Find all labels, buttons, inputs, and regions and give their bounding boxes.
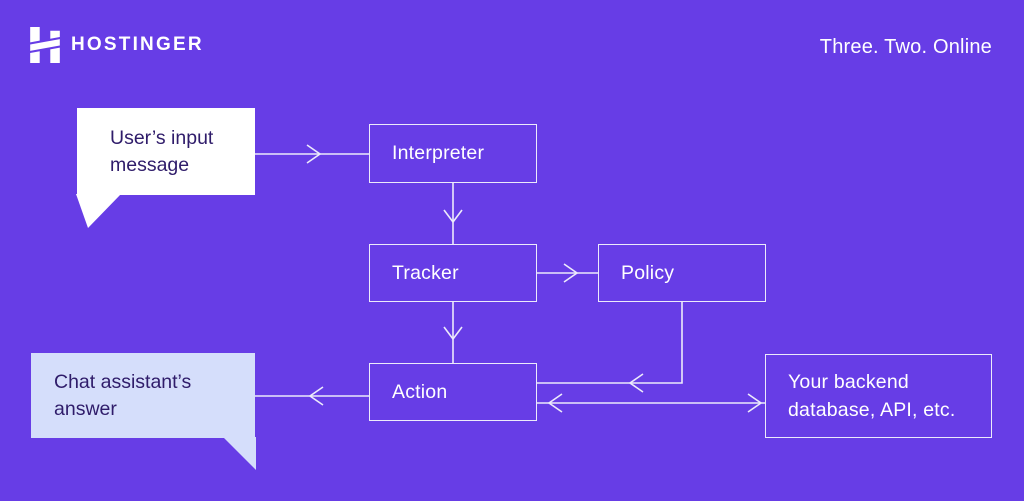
edge-action-to-assistant-answer [255,386,369,406]
tagline-text: Three. Two. Online [819,36,992,58]
node-interpreter-label: Interpreter [392,142,485,164]
node-action: Action [369,363,537,421]
edge-interpreter-to-tracker [443,183,463,244]
assistant-answer-text: Chat assistant’s answer [54,370,192,420]
node-policy: Policy [598,244,766,302]
node-backend-label: Your backend database, API, etc. [788,371,956,421]
edge-action-backend-bidirectional [537,393,765,413]
node-interpreter: Interpreter [369,124,537,183]
user-bubble-tail [76,194,121,228]
edge-tracker-to-action [443,302,463,363]
hostinger-logo: HOSTINGER [30,27,204,63]
edge-policy-to-action [537,302,683,393]
edge-tracker-to-policy [537,263,598,283]
assistant-answer-bubble: Chat assistant’s answer [31,353,255,438]
hostinger-h-icon [30,27,60,63]
assistant-bubble-tail [223,437,256,470]
node-policy-label: Policy [621,261,675,284]
node-tracker: Tracker [369,244,537,302]
node-tracker-label: Tracker [392,261,459,284]
node-backend: Your backend database, API, etc. [765,354,992,438]
node-action-label: Action [392,380,448,403]
edge-user-to-interpreter [255,144,369,164]
user-input-bubble: User’s input message [77,108,255,195]
user-input-text: User’s input message [110,126,214,176]
brand-wordmark: HOSTINGER [71,34,204,55]
